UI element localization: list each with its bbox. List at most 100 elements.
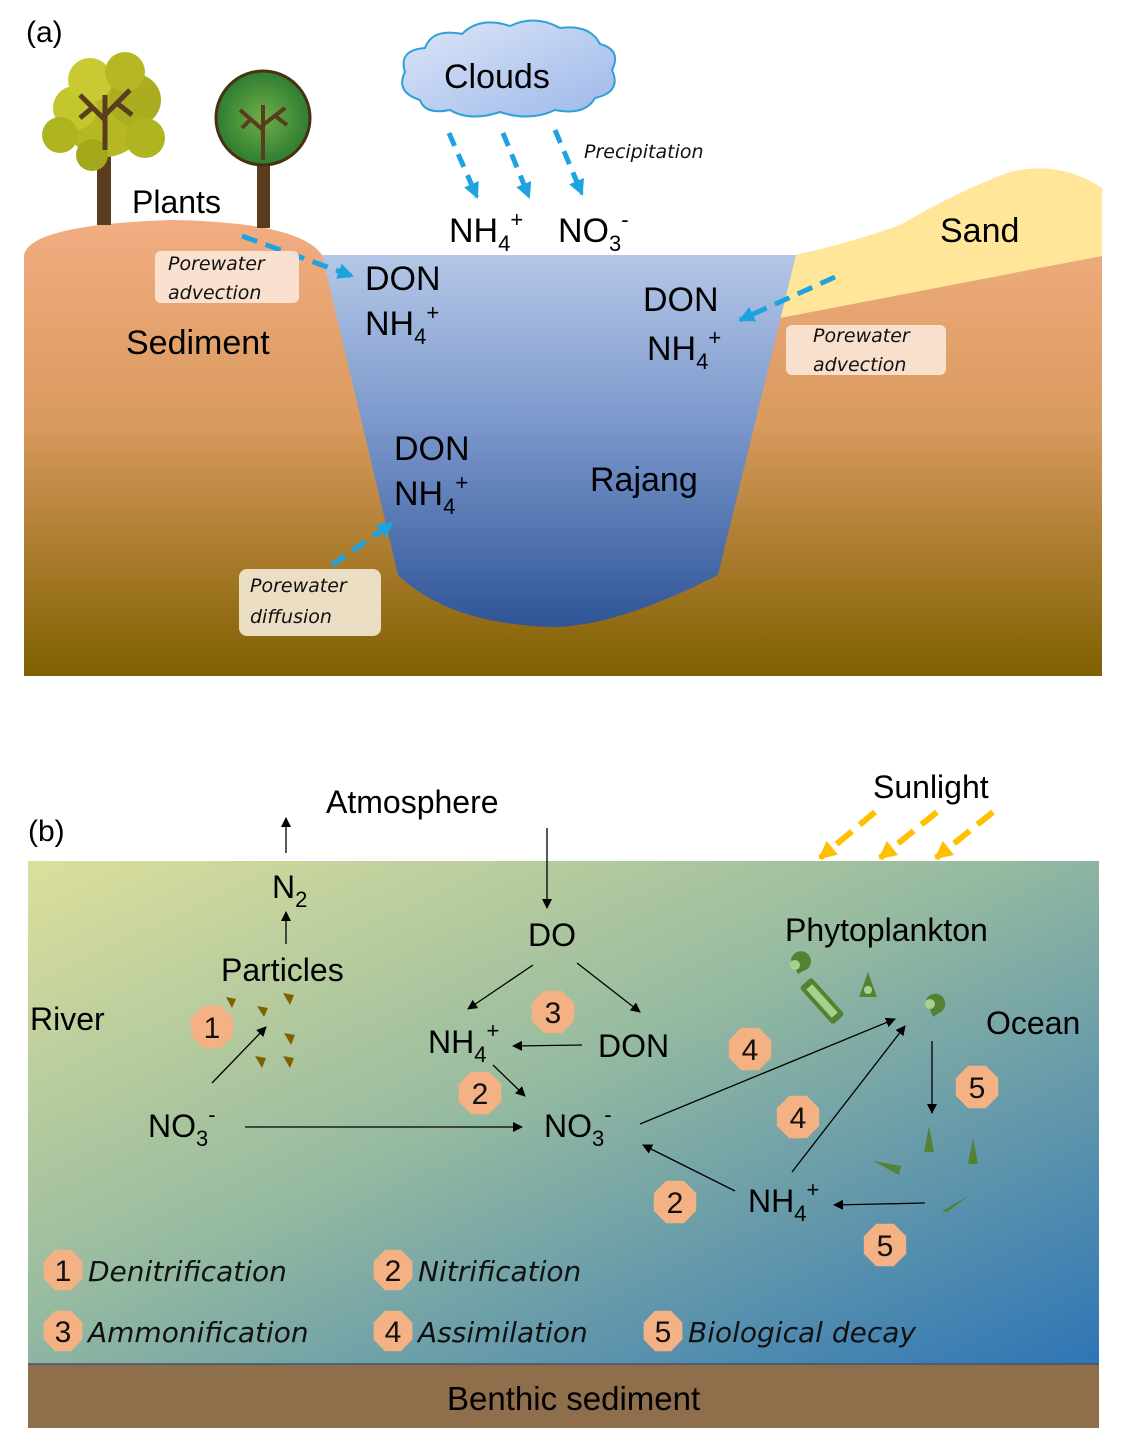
process-arrows xyxy=(211,817,937,1210)
precip-nh4-label: NH4+ xyxy=(449,207,523,256)
process-markers: 1 3 2 4 4 5 2 5 xyxy=(190,990,999,1267)
tree-green-icon xyxy=(214,69,312,228)
process-marker-octagon xyxy=(458,1071,502,1115)
legend-label: Biological decay xyxy=(688,1316,916,1349)
legend-marker-3: 3 xyxy=(43,1310,83,1352)
process-marker-number: 5 xyxy=(969,1072,986,1105)
river-name-label: Rajang xyxy=(590,461,698,499)
don-bottom-label: DON xyxy=(394,430,470,468)
precip-arrow xyxy=(552,129,585,196)
legend-item: 2 Nitrification xyxy=(373,1249,581,1291)
process-marker-number: 4 xyxy=(385,1316,402,1349)
arrow-no3-to-particles xyxy=(211,1026,267,1084)
nh4-left-label: NH4+ xyxy=(365,300,439,349)
ocean-label: Ocean xyxy=(986,1005,1080,1041)
process-marker-number: 2 xyxy=(667,1187,684,1220)
no3-left-label: NO3- xyxy=(148,1102,216,1151)
process-marker-number: 1 xyxy=(204,1012,221,1045)
river-water xyxy=(322,255,796,627)
arrow-no3-to-phytoplankton xyxy=(639,1017,896,1125)
porewater-diffusion-arrow xyxy=(330,520,394,568)
panel-a-label: (a) xyxy=(26,16,63,49)
process-marker-number: 2 xyxy=(472,1078,489,1111)
precip-no3-label: NO3- xyxy=(558,207,629,256)
legend-marker-1: 1 xyxy=(43,1249,83,1291)
detritus-icon xyxy=(873,1126,978,1212)
particles-label: Particles xyxy=(221,952,344,988)
process-marker-octagon xyxy=(43,1249,83,1291)
svg-text:advection: advection xyxy=(813,354,906,376)
no3-mid-label: NO3- xyxy=(544,1102,612,1151)
process-marker-2: 2 xyxy=(653,1180,697,1224)
process-marker-number: 5 xyxy=(877,1230,894,1263)
precipitation-arrows xyxy=(446,129,585,199)
arrow-don-to-nh4 xyxy=(512,1040,583,1051)
arrow-nh4-to-no3 xyxy=(642,1144,736,1192)
sand-label: Sand xyxy=(940,212,1019,250)
process-marker-number: 4 xyxy=(742,1034,759,1067)
river-label: River xyxy=(30,1001,105,1037)
legend-marker-5: 5 xyxy=(643,1310,683,1352)
phytoplankton-label: Phytoplankton xyxy=(785,912,988,948)
sand-layer xyxy=(780,168,1102,318)
sunlight-label: Sunlight xyxy=(873,769,989,805)
legend-marker-2: 2 xyxy=(373,1249,413,1291)
tree-yellow-icon xyxy=(42,52,165,225)
nh4-mid-label: NH4+ xyxy=(428,1018,499,1067)
nh4-right-label: NH4+ xyxy=(748,1177,819,1226)
benthic-sediment-layer xyxy=(28,1364,1099,1428)
legend-label: Denitrification xyxy=(88,1255,287,1288)
process-marker-5: 5 xyxy=(955,1065,999,1109)
process-marker-octagon xyxy=(863,1223,907,1267)
don-left-label: DON xyxy=(365,260,441,298)
arrow-nh4-to-phytoplankton xyxy=(791,1025,906,1173)
process-marker-octagon xyxy=(373,1249,413,1291)
process-marker-octagon xyxy=(531,990,575,1034)
svg-text:advection: advection xyxy=(168,282,261,304)
don-label: DON xyxy=(598,1028,669,1064)
porewater-advection-box-right: Porewater advection xyxy=(786,325,946,376)
process-marker-2: 2 xyxy=(458,1071,502,1115)
process-marker-number: 4 xyxy=(790,1102,807,1135)
sunlight-arrow xyxy=(934,809,995,861)
n2-label: N2 xyxy=(272,869,307,912)
process-marker-octagon xyxy=(643,1310,683,1352)
phytoplankton-icon xyxy=(790,951,946,1024)
nh4-bottom-label: NH4+ xyxy=(394,470,468,519)
sediment-label: Sediment xyxy=(126,324,270,362)
process-marker-octagon xyxy=(776,1095,820,1139)
precipitation-label: Precipitation xyxy=(584,141,704,163)
arrow-do-to-nh4 xyxy=(467,964,534,1010)
process-marker-number: 5 xyxy=(655,1316,672,1349)
cloud-icon xyxy=(401,19,616,118)
porewater-diffusion-box: Porewater diffusion xyxy=(239,569,381,636)
process-marker-number: 3 xyxy=(55,1316,72,1349)
legend-label: Nitrification xyxy=(418,1255,581,1288)
process-marker-octagon xyxy=(955,1065,999,1109)
nh4-right-label: NH4+ xyxy=(647,325,721,374)
legend-marker-4: 4 xyxy=(373,1310,413,1352)
process-marker-number: 2 xyxy=(385,1255,402,1288)
legend-label: Ammonification xyxy=(86,1316,309,1349)
plants-label: Plants xyxy=(132,184,221,220)
water-column xyxy=(28,861,1099,1364)
legend-item: 5 Biological decay xyxy=(643,1310,916,1352)
process-marker-octagon xyxy=(373,1310,413,1352)
atmosphere-label: Atmosphere xyxy=(326,784,499,820)
process-marker-octagon xyxy=(653,1180,697,1224)
porewater-advection-box-left: Porewater advection xyxy=(155,251,299,304)
clouds-label: Clouds xyxy=(444,58,550,96)
process-marker-4: 4 xyxy=(728,1027,772,1071)
process-marker-octagon xyxy=(43,1310,83,1352)
process-marker-octagon xyxy=(728,1027,772,1071)
svg-text:Porewater: Porewater xyxy=(250,575,348,597)
sunlight-arrows xyxy=(818,809,995,861)
process-marker-3: 3 xyxy=(531,990,575,1034)
panel-a: (a) Plants Clouds xyxy=(24,16,1102,676)
svg-text:diffusion: diffusion xyxy=(250,606,332,628)
panel-b-label: (b) xyxy=(28,815,65,848)
sunlight-arrow xyxy=(818,809,877,861)
